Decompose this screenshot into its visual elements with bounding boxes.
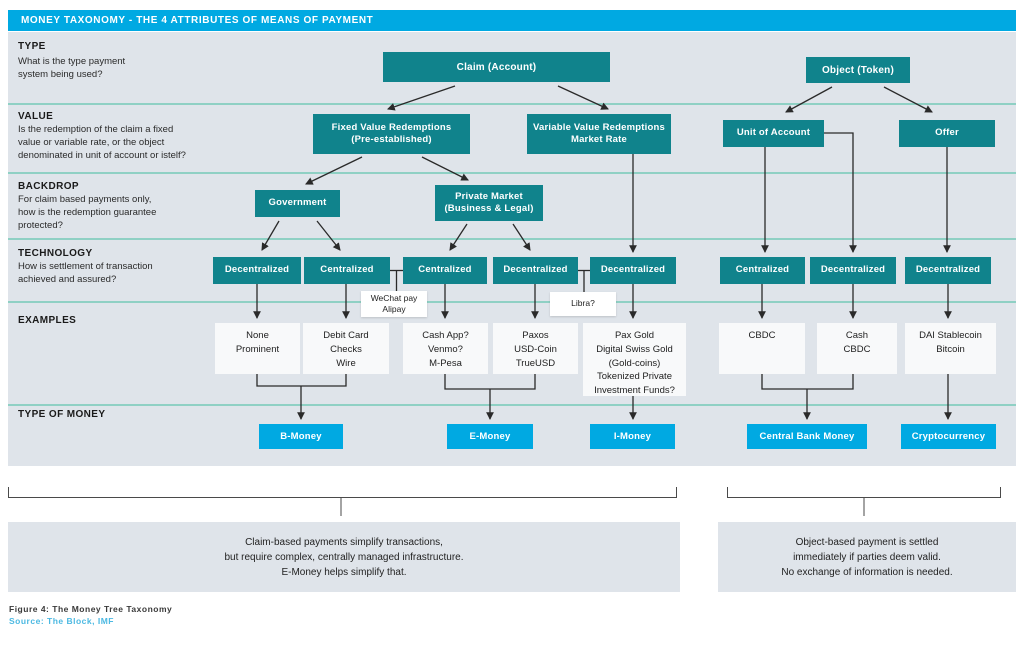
example-none-prominent: None Prominent bbox=[215, 323, 300, 374]
row-separator bbox=[8, 172, 1016, 174]
money-type-i-money: I-Money bbox=[590, 424, 675, 449]
example-dai-bitcoin: DAI Stablecoin Bitcoin bbox=[905, 323, 996, 374]
example-paxos: Paxos USD-Coin TrueUSD bbox=[493, 323, 578, 374]
row-separator bbox=[8, 404, 1016, 406]
row-desc-value: Is the redemption of the claim a fixed v… bbox=[18, 124, 186, 161]
example-debit-card: Debit Card Checks Wire bbox=[303, 323, 389, 374]
connector-label-libra: Libra? bbox=[550, 292, 616, 316]
row-label-backdrop: BACKDROP bbox=[18, 181, 79, 192]
node-claim-account: Claim (Account) bbox=[383, 52, 610, 82]
diagram-background bbox=[8, 32, 1016, 466]
row-separator bbox=[8, 301, 1016, 303]
row-label-value: VALUE bbox=[18, 111, 54, 122]
row-desc-type: What is the type payment system being us… bbox=[18, 56, 126, 80]
money-type-e-money: E-Money bbox=[447, 424, 533, 449]
node-government: Government bbox=[255, 190, 340, 217]
row-label-technology: TECHNOLOGY bbox=[18, 248, 93, 259]
row-label-type-of-money: TYPE OF MONEY bbox=[18, 409, 106, 420]
node-tech-decentralized-2: Decentralized bbox=[493, 257, 578, 284]
node-tech-decentralized-5: Decentralized bbox=[905, 257, 991, 284]
node-offer: Offer bbox=[899, 120, 995, 147]
money-type-b-money: B-Money bbox=[259, 424, 343, 449]
row-desc-backdrop: For claim based payments only, how is th… bbox=[18, 194, 157, 231]
row-desc-technology: How is settlement of transaction achieve… bbox=[18, 261, 153, 285]
connector-label-wechat-alipay: WeChat pay Alipay bbox=[361, 291, 427, 317]
node-variable-value-redemptions: Variable Value Redemptions Market Rate bbox=[527, 114, 671, 154]
row-separator bbox=[8, 103, 1016, 105]
money-type-cryptocurrency: Cryptocurrency bbox=[901, 424, 996, 449]
row-separator bbox=[8, 238, 1016, 240]
node-tech-centralized-2: Centralized bbox=[403, 257, 487, 284]
example-pax-gold: Pax Gold Digital Swiss Gold (Gold-coins)… bbox=[583, 323, 686, 396]
node-object-token: Object (Token) bbox=[806, 57, 910, 83]
node-unit-of-account: Unit of Account bbox=[723, 120, 824, 147]
node-tech-decentralized-1: Decentralized bbox=[213, 257, 301, 284]
figure-caption: Figure 4: The Money Tree Taxonomy bbox=[9, 604, 173, 614]
example-cbdc: CBDC bbox=[719, 323, 805, 374]
money-type-central-bank-money: Central Bank Money bbox=[747, 424, 867, 449]
source-link[interactable]: Source: The Block, IMF bbox=[9, 616, 114, 626]
example-cash-app: Cash App? Venmo? M-Pesa bbox=[403, 323, 488, 374]
node-tech-decentralized-3: Decentralized bbox=[590, 257, 676, 284]
diagram-title-bar: MONEY TAXONOMY - THE 4 ATTRIBUTES OF MEA… bbox=[8, 10, 1016, 31]
node-tech-centralized-1: Centralized bbox=[304, 257, 390, 284]
summary-claim-based: Claim-based payments simplify transactio… bbox=[8, 522, 680, 592]
example-cash-cbdc: Cash CBDC bbox=[817, 323, 897, 374]
node-private-market: Private Market (Business & Legal) bbox=[435, 185, 543, 221]
summary-object-based: Object-based payment is settled immediat… bbox=[718, 522, 1016, 592]
node-tech-centralized-3: Centralized bbox=[720, 257, 805, 284]
node-fixed-value-redemptions: Fixed Value Redemptions (Pre-established… bbox=[313, 114, 470, 154]
node-tech-decentralized-4: Decentralized bbox=[810, 257, 896, 284]
row-label-type: TYPE bbox=[18, 41, 46, 52]
row-label-examples: EXAMPLES bbox=[18, 315, 77, 326]
